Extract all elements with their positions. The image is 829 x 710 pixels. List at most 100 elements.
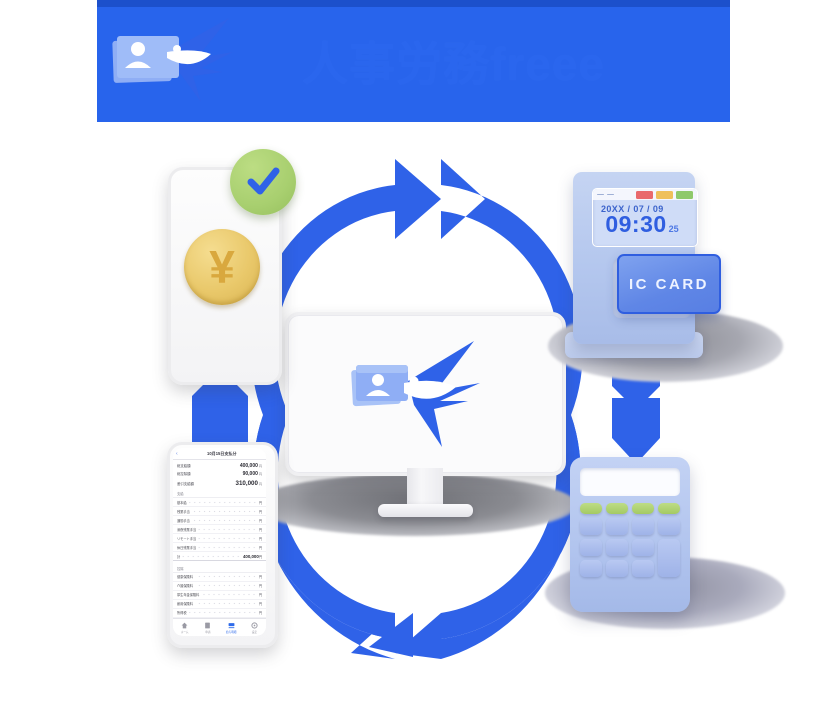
row-amount: 円 xyxy=(258,611,262,616)
row-amount: 円 xyxy=(258,593,262,598)
ic-card-label: IC CARD xyxy=(629,275,709,293)
payslip-title: 10月15日支払分 xyxy=(207,450,237,456)
row-amount: 円 xyxy=(258,575,262,580)
payslip-row: 所得税 円 xyxy=(173,609,266,618)
payslip-row: 厚生年金保険料 円 xyxy=(173,591,266,600)
calculator-key[interactable] xyxy=(632,518,654,535)
summary-label: 差引支給額 xyxy=(177,481,194,486)
desktop-monitor xyxy=(285,312,566,517)
calculator-key[interactable] xyxy=(606,518,628,535)
row-label: 残業手当 xyxy=(177,509,190,514)
swallow-with-id-card-logo xyxy=(348,339,508,451)
header-top-strip xyxy=(97,0,730,7)
payslip-row: 休日残業手当円 xyxy=(173,543,266,553)
calculator-key[interactable] xyxy=(580,560,602,577)
row-amount: 円 xyxy=(258,536,262,541)
calculator xyxy=(570,457,690,612)
row-amount: 円 xyxy=(258,527,262,532)
summary-label: 総支給額 xyxy=(177,463,191,468)
row-dots xyxy=(191,518,257,522)
payslip-header: ‹ 10月15日支払分 xyxy=(173,448,266,460)
summary-row: 差引支給額 310,000円 xyxy=(173,477,266,487)
calculator-key-green[interactable] xyxy=(580,503,602,514)
clock-seconds: 25 xyxy=(668,223,679,234)
status-chip-green xyxy=(676,190,693,199)
nav-item-request[interactable]: 申請 xyxy=(196,619,219,636)
row-label: 所得税 xyxy=(177,611,187,616)
nav-item-payslip[interactable]: 給与明細 xyxy=(220,619,243,636)
payslip-row: 健康保険料 円 xyxy=(173,573,266,582)
row-label: 健康保険料 xyxy=(177,575,193,580)
payslip-row: 残業手当 円 xyxy=(173,507,266,517)
row-dots xyxy=(198,536,257,540)
nav-item-home[interactable]: ホーム xyxy=(173,619,196,636)
nav-label: ホーム xyxy=(180,630,189,634)
row-label: 雇用保険料 xyxy=(177,602,193,607)
summary-row: 総支給額 400,000円 xyxy=(173,460,266,469)
calculator-key-green[interactable] xyxy=(632,503,654,514)
calculator-key[interactable] xyxy=(580,518,602,535)
back-icon[interactable]: ‹ xyxy=(176,450,178,457)
monitor-screen xyxy=(285,312,566,476)
total-label: 計 xyxy=(177,554,181,559)
row-dots xyxy=(198,527,257,531)
cycle-arrows xyxy=(251,159,583,659)
row-dots xyxy=(198,545,257,549)
check-circle-icon xyxy=(230,149,296,215)
payslip-bottom-nav: ホーム 申請 給与明細 設定 xyxy=(173,618,266,636)
payslip-row: 通勤手当 円 xyxy=(173,516,266,526)
ic-card: IC CARD xyxy=(617,254,721,314)
payslip-row: 介護保険料円 xyxy=(173,582,266,591)
summary-value: 400,000 xyxy=(239,462,258,469)
home-icon xyxy=(181,622,188,628)
calculator-key[interactable] xyxy=(658,518,680,535)
calculator-key[interactable] xyxy=(606,539,628,556)
row-label: 基本給 xyxy=(177,500,187,505)
nav-label: 申請 xyxy=(205,630,211,634)
row-dots xyxy=(188,500,257,504)
row-dots xyxy=(194,584,257,588)
calculator-keypad xyxy=(580,503,680,577)
swallow-with-id-card-logo xyxy=(105,16,240,108)
row-label: 厚生年金保険料 xyxy=(177,593,200,598)
row-amount: 円 xyxy=(258,500,262,505)
row-amount: 円 xyxy=(258,545,262,550)
row-dots xyxy=(194,575,257,579)
status-chip-red xyxy=(636,190,653,199)
calculator-key-green[interactable] xyxy=(658,503,680,514)
payslip-row: 雇用保険料円 xyxy=(173,600,266,609)
clock-time: 09:30 xyxy=(605,211,667,237)
calculator-key[interactable] xyxy=(580,539,602,556)
row-label: リモート手当 xyxy=(177,536,197,541)
payslip-row: 深夜残業手当 円 xyxy=(173,525,266,535)
calculator-body xyxy=(570,457,690,612)
monitor-stand-base xyxy=(378,504,473,517)
calculator-key[interactable] xyxy=(606,560,628,577)
row-label: 通勤手当 xyxy=(177,518,190,523)
summary-value: 310,000 xyxy=(235,479,258,487)
row-amount: 円 xyxy=(258,518,262,523)
summary-value: 90,000 xyxy=(242,471,258,478)
calculator-key-equals[interactable] xyxy=(658,539,680,577)
row-dots xyxy=(194,602,257,606)
summary-label: 総控除額 xyxy=(177,472,191,477)
total-unit: 円 xyxy=(258,554,262,559)
row-dots xyxy=(191,509,257,513)
row-label: 深夜残業手当 xyxy=(177,527,197,532)
calculator-key[interactable] xyxy=(632,560,654,577)
nav-item-settings[interactable]: 設定 xyxy=(243,619,266,636)
calculator-key[interactable] xyxy=(632,539,654,556)
gear-icon xyxy=(251,621,258,629)
payslip-screen: ‹ 10月15日支払分 総支給額 400,000円 総控除額 90,000円 差… xyxy=(173,448,266,636)
monitor-stand-neck xyxy=(407,468,443,510)
header-banner: 人事労務freee xyxy=(97,0,730,122)
summary-unit: 円 xyxy=(258,481,262,486)
calculator-key-green[interactable] xyxy=(606,503,628,514)
time-clock-display: 20XX / 07 / 09 09:30 25 xyxy=(592,188,698,247)
row-dots xyxy=(182,554,241,558)
summary-unit: 円 xyxy=(258,463,262,468)
clock-date: 20XX / 07 / 09 xyxy=(601,204,664,214)
dash-mark xyxy=(607,193,614,196)
dash-mark xyxy=(597,193,604,196)
row-amount: 円 xyxy=(258,509,262,514)
